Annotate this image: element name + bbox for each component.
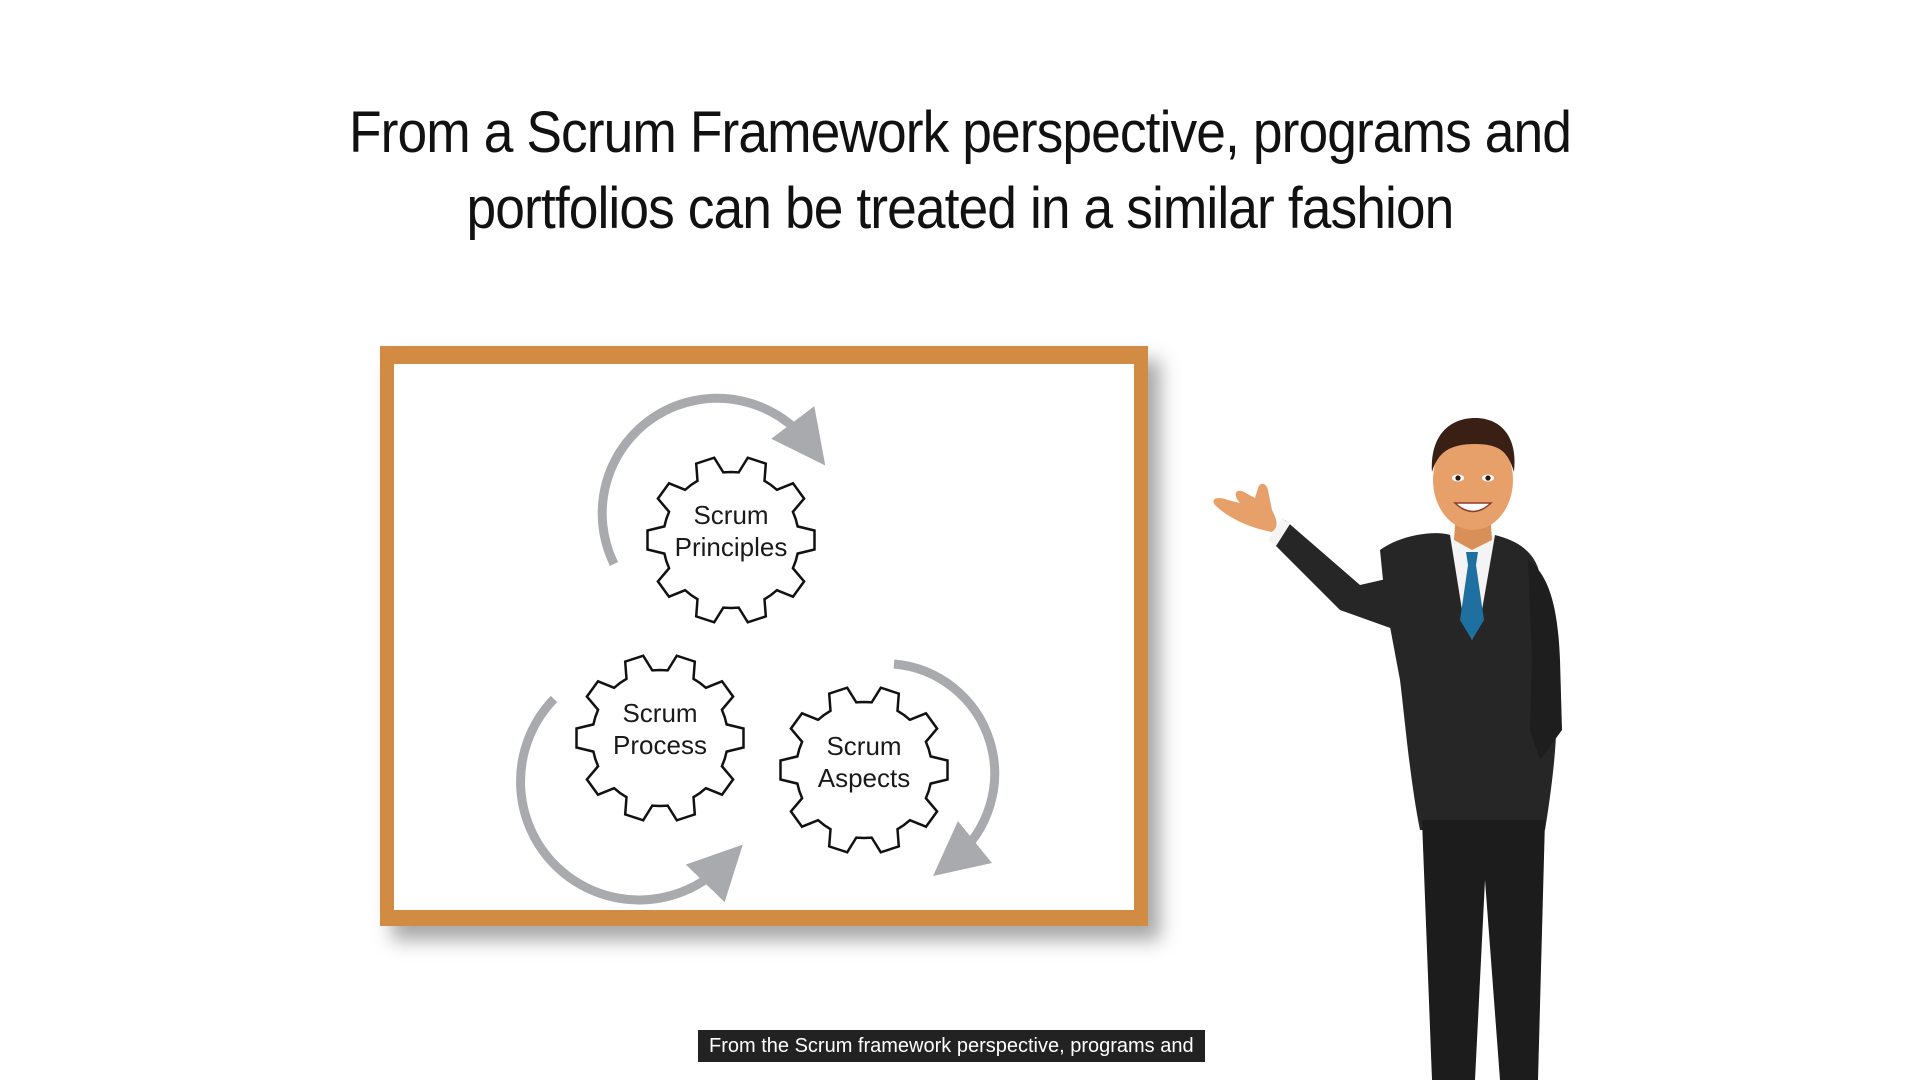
whiteboard: Scrum Principles Scrum Process Scrum Asp… <box>380 346 1148 926</box>
presenter-smile <box>1453 502 1493 513</box>
gear-process <box>575 654 745 822</box>
presenter-tie <box>1460 552 1484 640</box>
gear-label-aspects-2: Aspects <box>818 763 911 793</box>
presenter-pupil-right <box>1485 475 1491 481</box>
gear-label-aspects-1: Scrum <box>826 731 901 761</box>
gear-label-principles-2: Principles <box>675 532 788 562</box>
cycle-arrow-process <box>516 695 743 905</box>
presenter-legs <box>1422 820 1545 1080</box>
presenter-jacket <box>1380 533 1557 830</box>
presenter-pupil-left <box>1455 475 1461 481</box>
slide-title: From a Scrum Framework perspective, prog… <box>298 95 1623 247</box>
gear-label-process-1: Scrum <box>622 698 697 728</box>
presenter-face <box>1433 430 1513 530</box>
scrum-gears-diagram: Scrum Principles Scrum Process Scrum Asp… <box>516 393 1000 905</box>
presenter-hand <box>1213 483 1277 532</box>
gear-label-process-2: Process <box>613 730 707 760</box>
subtitle-caption: From the Scrum framework perspective, pr… <box>698 1030 1205 1062</box>
cycle-arrow-aspects <box>893 659 1000 877</box>
slide-title-line-2: portfolios can be treated in a similar f… <box>466 176 1455 241</box>
presenter-hair <box>1431 418 1515 472</box>
gear-aspects <box>779 686 949 854</box>
gear-label-principles-1: Scrum <box>693 500 768 530</box>
presenter-figure-icon <box>1213 418 1562 1080</box>
gear-principles <box>646 456 816 624</box>
presenter-right-arm <box>1528 560 1562 760</box>
cycle-arrow-principles <box>597 393 826 566</box>
slide-title-line-1: From a Scrum Framework perspective, prog… <box>348 100 1572 165</box>
presenter-cuff <box>1268 518 1290 546</box>
